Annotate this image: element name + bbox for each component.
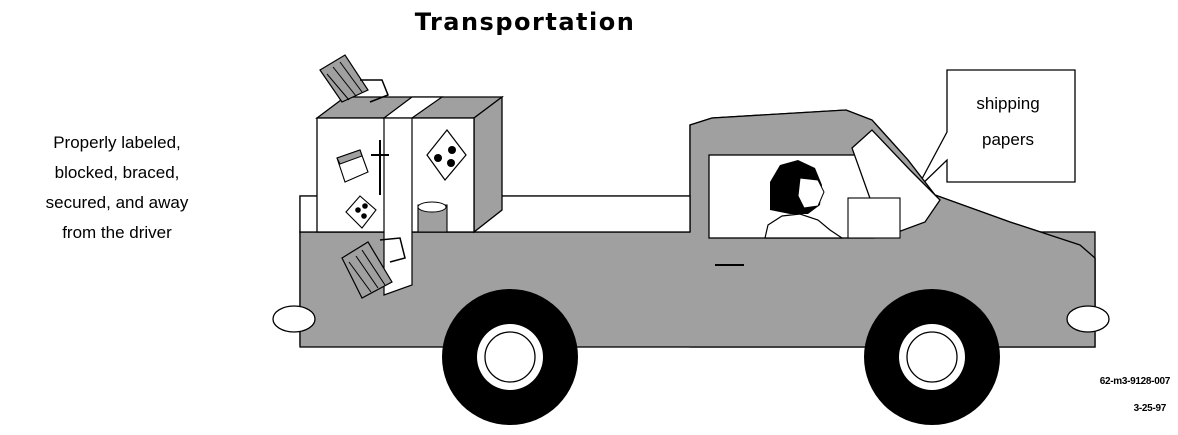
front-wheel-icon bbox=[864, 289, 1000, 425]
package-icon bbox=[320, 55, 388, 102]
callout-line-2: papers bbox=[948, 122, 1068, 158]
package-icon bbox=[418, 202, 447, 232]
shipping-papers-callout: shipping papers bbox=[948, 86, 1068, 158]
document-date: 3-25-97 bbox=[1134, 403, 1166, 414]
callout-line-1: shipping bbox=[948, 86, 1068, 122]
document-code: 62-m3-9128-007 bbox=[1100, 376, 1170, 387]
rear-wheel-icon bbox=[442, 289, 578, 425]
